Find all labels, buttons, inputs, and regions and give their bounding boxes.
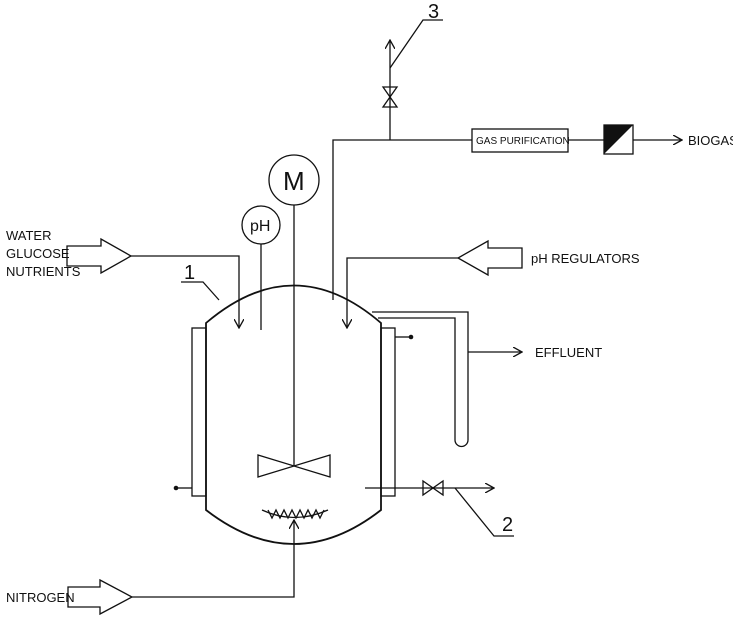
ph-regulators-label: pH REGULATORS bbox=[531, 251, 640, 266]
effluent-outlet: EFFLUENT bbox=[372, 311, 602, 448]
reactor-vessel bbox=[205, 284, 382, 545]
gas-purification-label: GAS PURIFICATION bbox=[476, 136, 570, 147]
motor-label: M bbox=[283, 166, 305, 196]
feed-nutrients-label: NUTRIENTS bbox=[6, 264, 81, 279]
callout-3-label: 3 bbox=[428, 1, 439, 23]
callout-2-label: 2 bbox=[502, 514, 513, 536]
sampling-outlet: 2 bbox=[365, 479, 514, 537]
feed-glucose-label: GLUCOSE bbox=[6, 246, 70, 261]
ph-regulators-inlet: pH REGULATORS bbox=[347, 239, 640, 328]
impeller bbox=[257, 454, 331, 478]
heating-jacket bbox=[173, 327, 414, 497]
nitrogen-label: NITROGEN bbox=[6, 590, 75, 605]
ph-probe: pH bbox=[241, 205, 281, 330]
feed-water-label: WATER bbox=[6, 228, 52, 243]
gas-sparger bbox=[261, 508, 329, 520]
biogas-label: BIOGAS bbox=[688, 133, 733, 148]
ph-probe-label: pH bbox=[250, 218, 270, 235]
gas-outlet-line: 3 bbox=[332, 1, 472, 300]
motor-stirrer: M bbox=[257, 154, 331, 478]
nitrogen-inlet: NITROGEN bbox=[6, 520, 294, 616]
gas-purification-unit: GAS PURIFICATION bbox=[471, 128, 604, 153]
feed-inlet: WATER GLUCOSE NUTRIENTS bbox=[6, 228, 239, 328]
effluent-label: EFFLUENT bbox=[535, 345, 602, 360]
gas-vent-valve bbox=[381, 86, 399, 99]
biogas-meter: BIOGAS bbox=[603, 124, 733, 155]
callout-1-label: 1 bbox=[184, 262, 195, 284]
callout-1: 1 bbox=[181, 262, 220, 301]
sampling-valve bbox=[422, 479, 435, 497]
